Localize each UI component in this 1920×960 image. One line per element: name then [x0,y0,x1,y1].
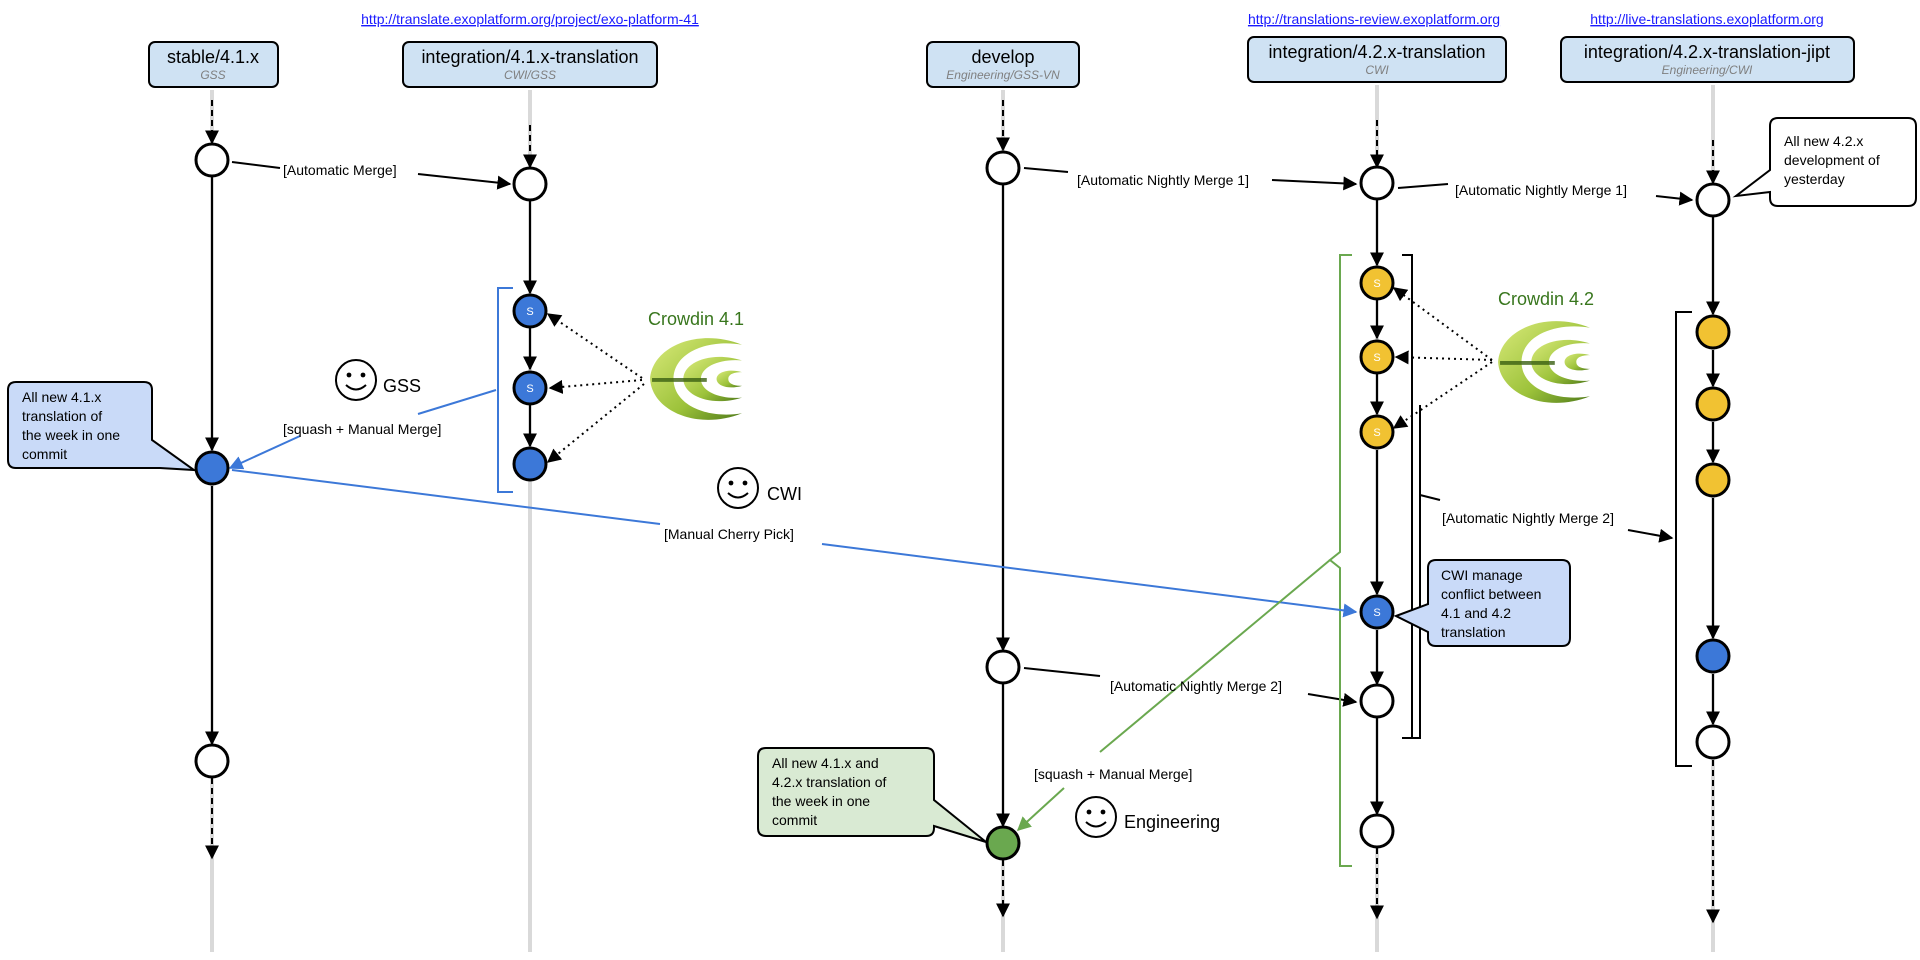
squash-marker: S [1373,607,1380,619]
branch-header-stable-41x: stable/4.1.x GSS [148,41,279,88]
note-engineering-line-4: commit [772,812,817,828]
merge-arrows [231,161,1694,739]
crowdin-41-label: Crowdin 4.1 [648,309,744,329]
note-42x-callout: All new 4.2.x development of yesterday [1732,117,1917,207]
crowdin-42-label: Crowdin 4.2 [1498,289,1594,309]
note-engineering-callout: All new 4.1.x and 4.2.x translation of t… [757,747,987,843]
commit-node-squash: S [512,293,548,329]
branch-team: GSS [200,68,225,82]
label-nightly-merge-2-jipt: [Automatic Nightly Merge 2] [1442,510,1614,526]
crowdin-41-arrows [546,313,645,463]
commit-node-squash: S [1359,414,1395,450]
squash-marker: S [526,383,533,395]
branch-header-integration-42x-jipt: integration/4.2.x-translation-jipt Engin… [1560,36,1855,83]
crowdin-42-logo-icon [1498,321,1590,403]
note-42x-line-2: development of [1784,152,1880,168]
person-engineering-label: Engineering [1124,812,1220,832]
branch-team: Engineering/CWI [1662,63,1753,77]
note-41x-line-4: commit [22,446,67,462]
bracket-jipt-black [1675,311,1692,767]
commit-node-squashed [985,825,1021,861]
label-automatic-merge: [Automatic Merge] [283,162,397,178]
branch-title: stable/4.1.x [167,47,259,67]
note-41x-line-3: the week in one [22,427,120,443]
crowdin-41-logo-icon [650,338,742,420]
commit-node-squash: S [512,370,548,406]
bracket-gss-blue [497,287,513,493]
commit-node [1695,638,1731,674]
note-engineering-line-3: the week in one [772,793,870,809]
note-cwi-line-1: CWI manage [1441,567,1523,583]
entry-arrows [205,100,1720,185]
label-nightly-merge-2-develop: [Automatic Nightly Merge 2] [1110,678,1282,694]
branch-title: integration/4.1.x-translation [421,47,638,67]
commit-node [1695,314,1731,350]
commit-node [1359,813,1395,849]
smiley-cwi-icon [717,467,759,509]
commit-node [1695,462,1731,498]
commit-node-squash: S [1359,265,1395,301]
url-link-translate[interactable]: http://translate.exoplatform.org/project… [361,11,699,27]
commit-node-squash: S [1359,339,1395,375]
commit-node [194,142,230,178]
note-41x-line-2: translation of [22,408,102,424]
commit-node [1695,386,1731,422]
squash-merge-gss-arrow [228,435,301,470]
note-cwi-callout: CWI manage conflict between 4.1 and 4.2 … [1393,559,1571,647]
squash-marker: S [1373,278,1380,290]
branch-team: CWI [1365,63,1389,77]
note-41x-callout: All new 4.1.x translation of the week in… [7,381,198,472]
url-link-translations-review[interactable]: http://translations-review.exoplatform.o… [1248,11,1500,27]
smiley-engineering-icon [1075,796,1117,838]
branch-header-develop: develop Engineering/GSS-VN [926,41,1080,88]
green-bracket-link [1099,559,1331,753]
squash-marker: S [1373,427,1380,439]
branch-title: develop [971,47,1034,67]
label-nightly-merge-1-42x: [Automatic Nightly Merge 1] [1455,182,1627,198]
commit-node [194,743,230,779]
branch-header-integration-42x: integration/4.2.x-translation CWI [1247,36,1507,83]
crowdin-42-arrows [1392,287,1493,429]
commit-node-squash: S [1359,594,1395,630]
commit-node [512,166,548,202]
note-42x-line-3: yesterday [1784,171,1845,187]
commit-node [1359,683,1395,719]
label-squash-merge-engineering: [squash + Manual Merge] [1034,766,1192,782]
commit-node [985,649,1021,685]
label-manual-cherry-pick: [Manual Cherry Pick] [664,526,794,542]
commit-node [512,446,548,482]
commit-node-squashed [194,450,230,486]
label-squash-merge-gss: [squash + Manual Merge] [283,421,441,437]
label-nightly-merge-1-develop: [Automatic Nightly Merge 1] [1077,172,1249,188]
note-engineering-line-1: All new 4.1.x and [772,755,879,771]
gss-bracket-link [417,389,497,415]
note-cwi-line-2: conflict between [1441,586,1541,602]
url-link-live-translations[interactable]: http://live-translations.exoplatform.org [1590,11,1823,27]
commit-node [1695,182,1731,218]
bracket-cwi-black [1402,254,1413,739]
person-gss-label: GSS [383,376,421,396]
cherry-pick-line-left [231,469,661,525]
branch-title: integration/4.2.x-translation-jipt [1584,42,1830,62]
note-41x-line-1: All new 4.1.x [22,389,101,405]
smiley-gss-icon [335,359,377,401]
squash-merge-engineering-arrow [1016,787,1065,831]
person-cwi-label: CWI [767,484,802,504]
bracket-engineering-green [1328,254,1352,867]
branch-team: Engineering/GSS-VN [946,68,1060,82]
squash-marker: S [526,306,533,318]
branch-team: CWI/GSS [504,68,556,82]
cherry-pick-line-right [821,543,1358,618]
note-cwi-line-4: translation [1441,624,1506,640]
branch-header-integration-41x: integration/4.1.x-translation CWI/GSS [402,41,658,88]
commit-node [1359,165,1395,201]
squash-marker: S [1373,352,1380,364]
branch-title: integration/4.2.x-translation [1268,42,1485,62]
note-engineering-line-2: 4.2.x translation of [772,774,887,790]
note-cwi-line-3: 4.1 and 4.2 [1441,605,1511,621]
commit-node [985,150,1021,186]
commit-node [1695,724,1731,760]
note-42x-line-1: All new 4.2.x [1784,133,1863,149]
